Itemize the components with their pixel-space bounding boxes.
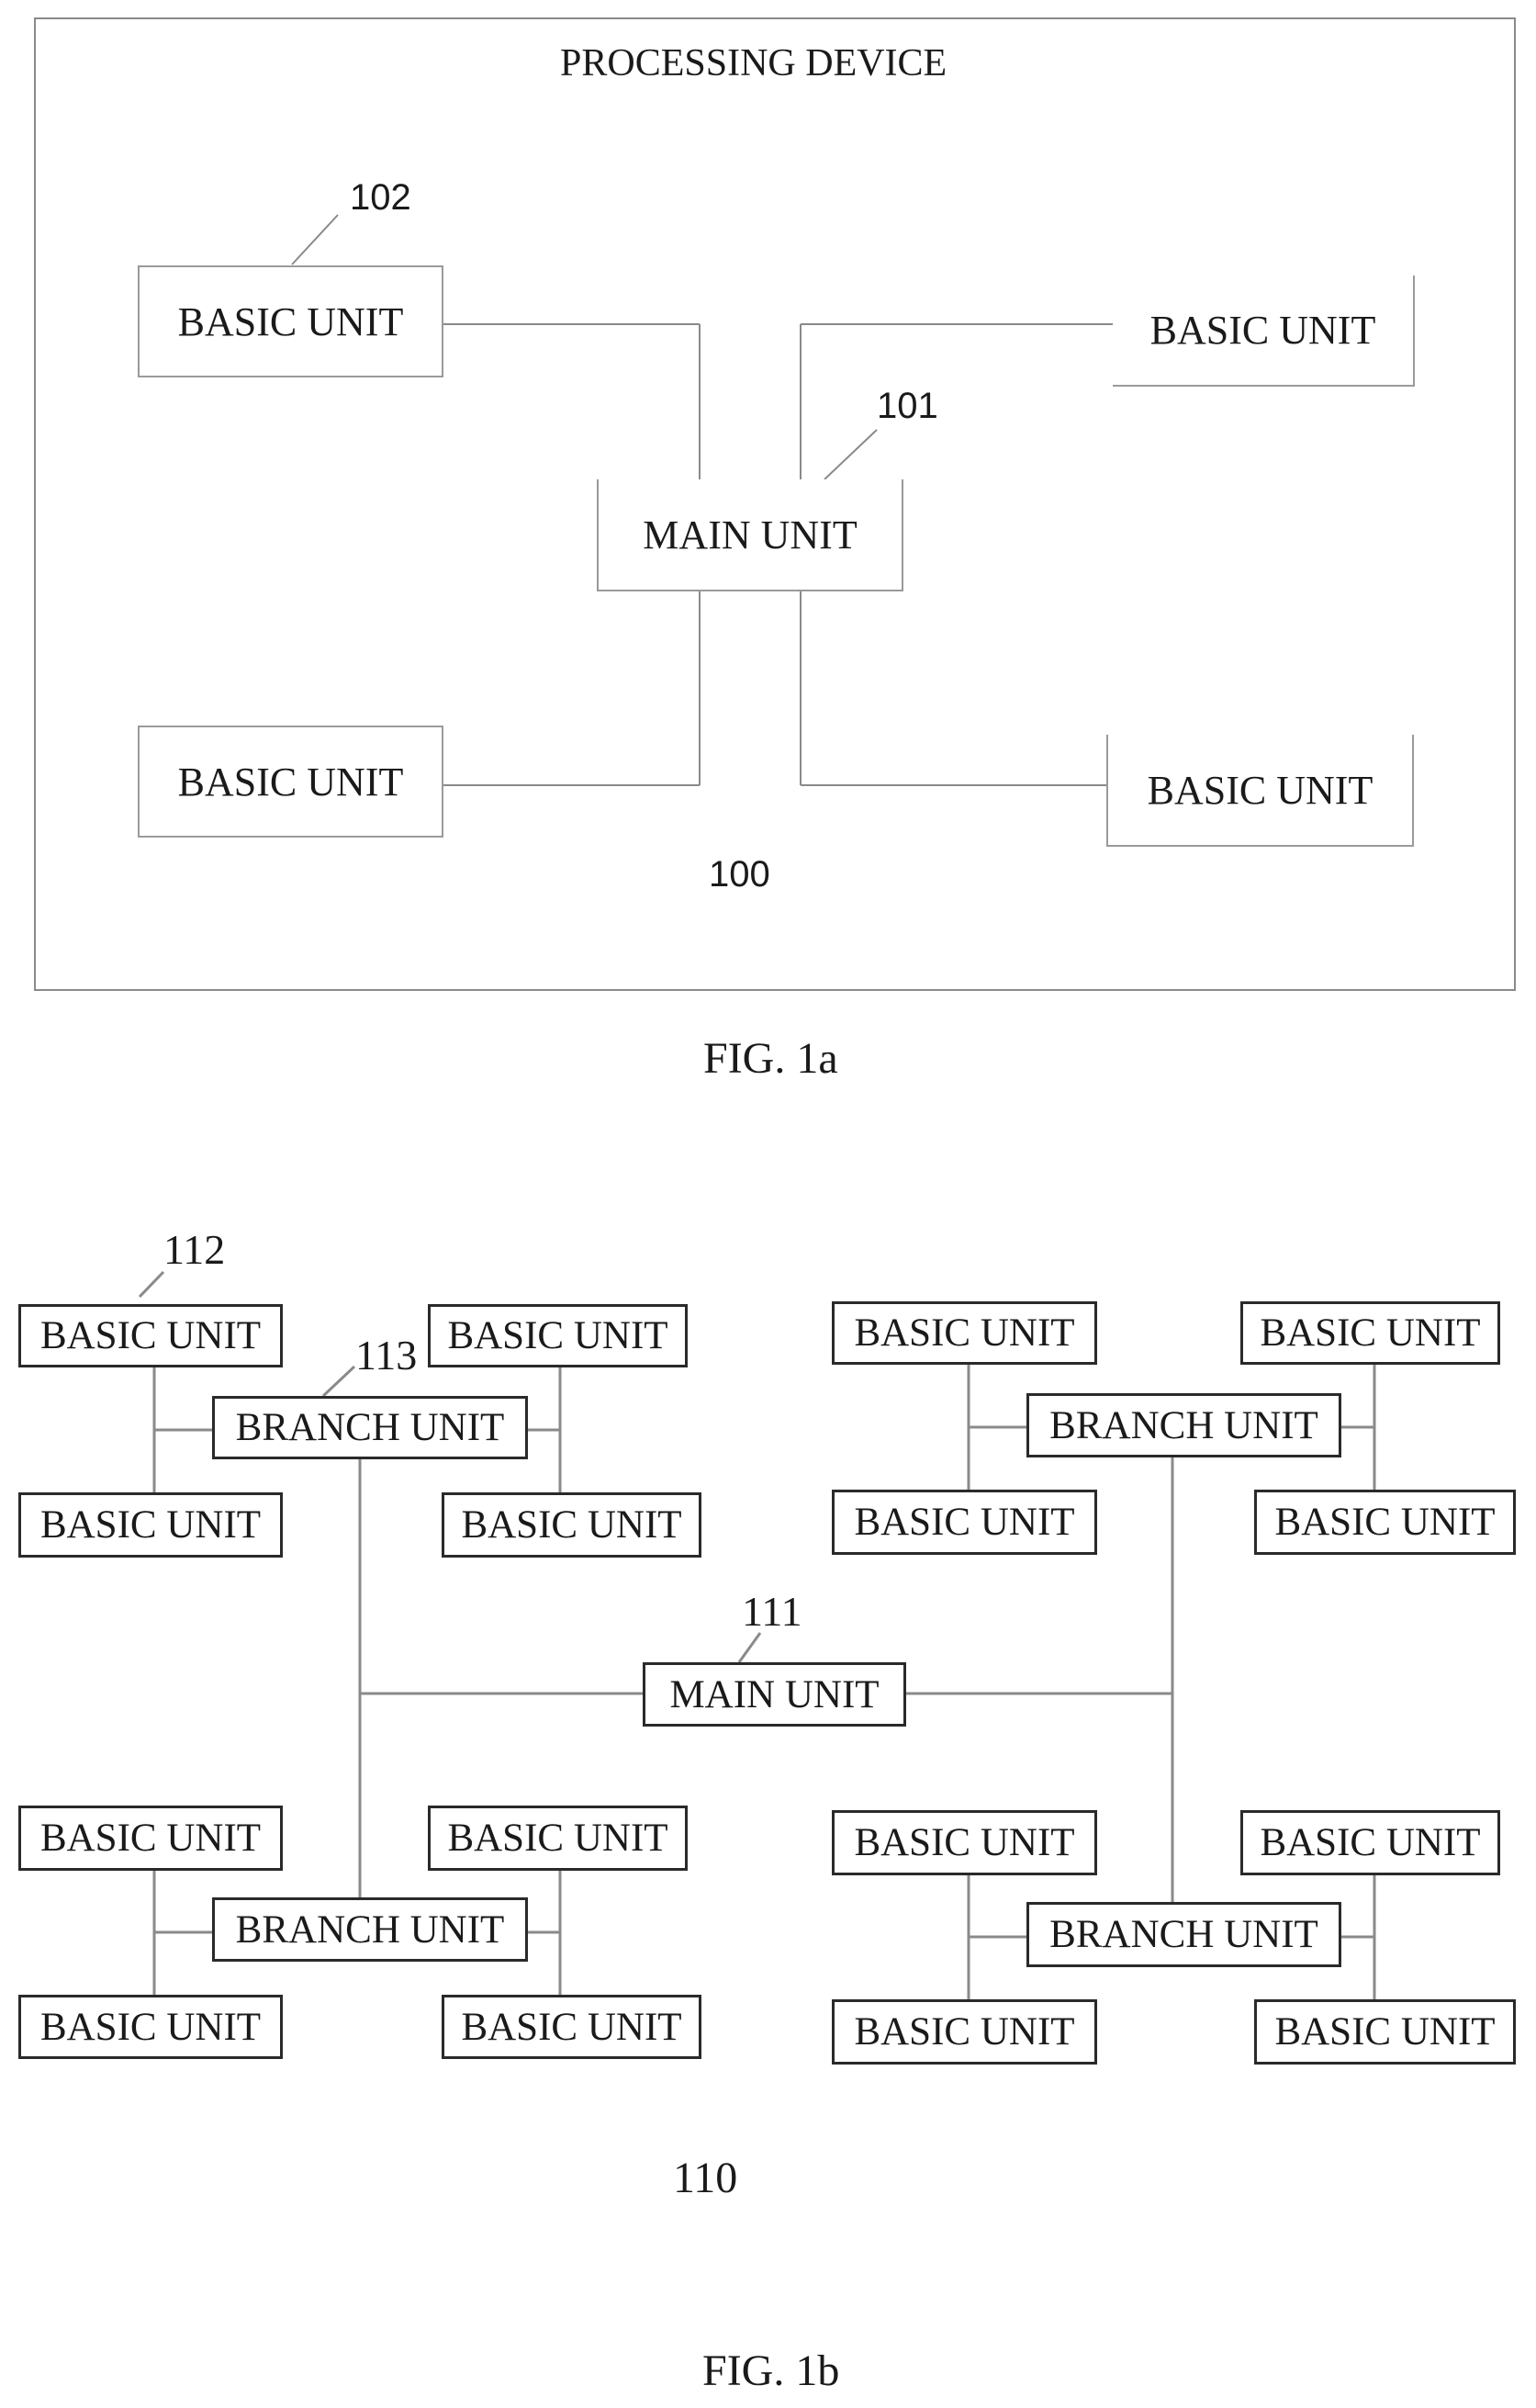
branch-unit-label: BRANCH UNIT xyxy=(1049,1403,1318,1448)
basic-unit-label: BASIC UNIT xyxy=(461,2005,681,2050)
branch-unit-box: BRANCH UNIT xyxy=(1026,1393,1341,1457)
basic-unit-label: BASIC UNIT xyxy=(1150,307,1376,354)
basic-unit-box: BASIC UNIT xyxy=(138,726,443,838)
basic-unit-label: BASIC UNIT xyxy=(854,2009,1074,2054)
basic-unit-box: BASIC UNIT xyxy=(1254,1999,1516,2065)
basic-unit-label: BASIC UNIT xyxy=(40,1502,261,1547)
basic-unit-box: BASIC UNIT xyxy=(18,1492,283,1558)
basic-unit-label: BASIC UNIT xyxy=(40,1816,261,1861)
branch-unit-ref-label: 113 xyxy=(355,1334,417,1377)
basic-unit-box: BASIC UNIT xyxy=(18,1806,283,1871)
basic-unit-box: BASIC UNIT xyxy=(428,1806,688,1871)
figure-caption: FIG. 1b xyxy=(702,2349,839,2393)
basic-unit-box: BASIC UNIT xyxy=(428,1304,688,1367)
basic-unit-box: BASIC UNIT xyxy=(1254,1490,1516,1555)
basic-unit-box: BASIC UNIT xyxy=(1240,1301,1500,1365)
branch-unit-box: BRANCH UNIT xyxy=(212,1897,528,1962)
basic-unit-box: BASIC UNIT xyxy=(18,1304,283,1367)
figure-caption: FIG. 1a xyxy=(703,1037,838,1081)
basic-unit-label: BASIC UNIT xyxy=(447,1313,667,1358)
basic-unit-box: BASIC UNIT xyxy=(832,1301,1097,1365)
basic-unit-label: BASIC UNIT xyxy=(854,1820,1074,1865)
basic-unit-box: BASIC UNIT xyxy=(442,1995,701,2059)
device-title: PROCESSING DEVICE xyxy=(560,44,947,83)
basic-unit-label: BASIC UNIT xyxy=(1260,1820,1480,1865)
main-unit-ref-label: 101 xyxy=(877,388,938,424)
branch-unit-box: BRANCH UNIT xyxy=(212,1396,528,1459)
main-unit-label: MAIN UNIT xyxy=(643,512,857,558)
main-unit-box: MAIN UNIT xyxy=(643,1662,906,1727)
basic-unit-label: BASIC UNIT xyxy=(1274,2009,1495,2054)
basic-unit-label: BASIC UNIT xyxy=(854,1311,1074,1356)
basic-unit-label: BASIC UNIT xyxy=(178,759,404,805)
basic-unit-label: BASIC UNIT xyxy=(854,1500,1074,1545)
basic-unit-box: BASIC UNIT xyxy=(1106,735,1414,847)
basic-unit-box: BASIC UNIT xyxy=(1240,1810,1500,1875)
branch-unit-label: BRANCH UNIT xyxy=(236,1405,505,1450)
basic-unit-ref-label: 112 xyxy=(163,1229,225,1271)
basic-unit-label: BASIC UNIT xyxy=(1260,1311,1480,1356)
main-unit-label: MAIN UNIT xyxy=(669,1672,879,1717)
basic-unit-label: BASIC UNIT xyxy=(40,2005,261,2050)
basic-unit-box: BASIC UNIT xyxy=(138,265,443,377)
basic-unit-box: BASIC UNIT xyxy=(832,1999,1097,2065)
device-ref-label: 110 xyxy=(673,2156,737,2200)
basic-unit-label: BASIC UNIT xyxy=(1148,767,1373,814)
basic-unit-ref-label: 102 xyxy=(350,179,411,216)
basic-unit-label: BASIC UNIT xyxy=(447,1816,667,1861)
main-unit-box: MAIN UNIT xyxy=(597,479,903,591)
basic-unit-box: BASIC UNIT xyxy=(1113,276,1415,387)
basic-unit-box: BASIC UNIT xyxy=(442,1492,701,1558)
branch-unit-box: BRANCH UNIT xyxy=(1026,1902,1341,1967)
basic-unit-box: BASIC UNIT xyxy=(832,1810,1097,1875)
basic-unit-label: BASIC UNIT xyxy=(178,298,404,345)
main-unit-ref-label: 111 xyxy=(742,1591,802,1633)
basic-unit-label: BASIC UNIT xyxy=(40,1313,261,1358)
basic-unit-box: BASIC UNIT xyxy=(18,1995,283,2059)
basic-unit-box: BASIC UNIT xyxy=(832,1490,1097,1555)
device-ref-label: 100 xyxy=(709,856,770,893)
branch-unit-label: BRANCH UNIT xyxy=(1049,1912,1318,1957)
basic-unit-label: BASIC UNIT xyxy=(461,1502,681,1547)
branch-unit-label: BRANCH UNIT xyxy=(236,1907,505,1952)
basic-unit-label: BASIC UNIT xyxy=(1274,1500,1495,1545)
